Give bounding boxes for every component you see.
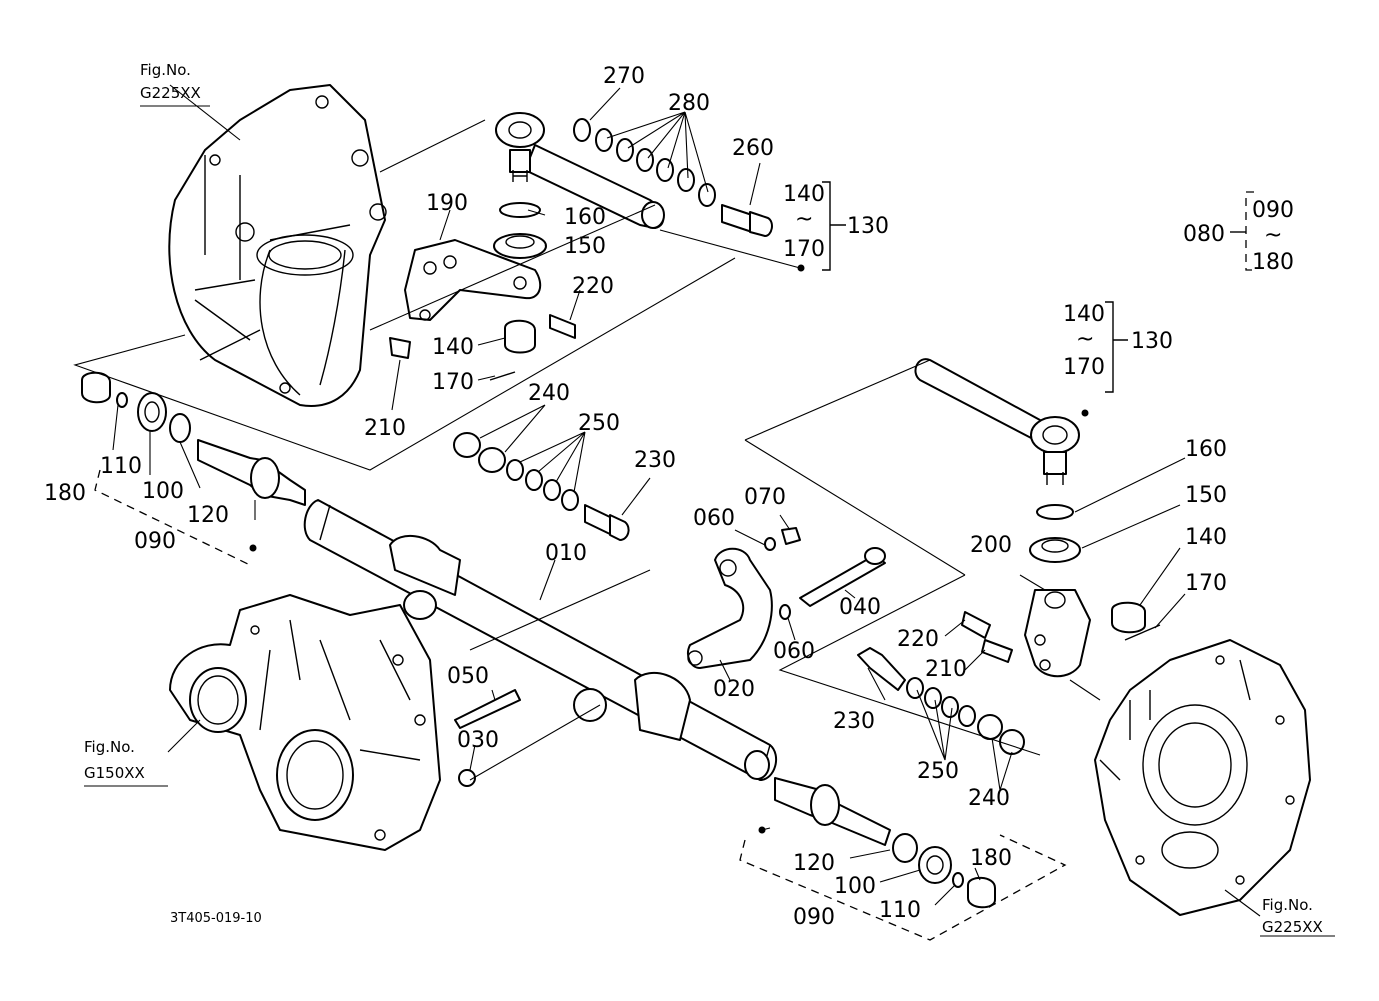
legend-to: 180 [1252,250,1294,275]
callout-leaders [84,84,1335,937]
top-assembly-range: 140 ~ 170 130 [783,182,889,262]
front-axle-housing-bottom-right [1094,639,1311,916]
callout-170-top: 170 [432,370,474,395]
callout-210-top: 210 [364,416,406,441]
figure-ref-bottom-right: Fig.No. G225XX [1262,896,1323,936]
range-top-to: 170 [783,237,825,262]
callout-090-left: 090 [134,529,176,554]
callout-210-right: 210 [925,657,967,682]
center-callouts: 010 060 070 040 060 020 050 030 [447,485,881,753]
callout-030: 030 [457,728,499,753]
legend-from: 090 [1252,198,1294,223]
callout-150-top: 150 [564,234,606,259]
callout-100-right: 100 [834,874,876,899]
bracket-020 [687,547,773,669]
callout-040: 040 [839,595,881,620]
callout-020: 020 [713,677,755,702]
callout-220-right: 220 [897,627,939,652]
assembly-brackets [822,181,1254,393]
callout-150-right: 150 [1185,483,1227,508]
legend-group: 080 [1183,222,1225,247]
callout-090-right: 090 [793,905,835,930]
callout-060-lower: 060 [773,639,815,664]
fig-ref-bottom-right-number: G225XX [1262,918,1323,936]
callout-200: 200 [970,533,1012,558]
callout-250-top: 250 [578,411,620,436]
callout-190: 190 [426,191,468,216]
callout-220-top: 220 [572,274,614,299]
callout-230-right: 230 [833,709,875,734]
top-tie-rod-assembly [493,112,773,259]
dot-top-right-group [797,264,805,272]
left-end-callouts: 180 110 100 120 090 [44,454,229,554]
callout-140-top: 140 [432,335,474,360]
knuckle-arm-190 [389,239,576,381]
callout-240-right: 240 [968,786,1010,811]
callout-140-right: 140 [1185,525,1227,550]
callout-270: 270 [603,64,645,89]
callout-120-left: 120 [187,503,229,528]
callout-070: 070 [744,485,786,510]
range-top-group: 130 [847,214,889,239]
left-end-fittings [81,371,630,541]
callout-010: 010 [545,541,587,566]
right-end-fittings [774,777,996,909]
callout-110-right: 110 [879,898,921,923]
dot-right-group [1081,409,1089,417]
axle-housing-left [169,594,441,851]
callout-050: 050 [447,664,489,689]
callout-240-top: 240 [528,381,570,406]
top-callouts: 270 280 260 190 160 150 220 140 170 210 … [364,64,774,473]
right-callouts: 160 150 200 140 170 220 210 230 250 240 [833,437,1227,811]
callout-180-right: 180 [970,846,1012,871]
legend-assembly-range: 080 090 ~ 180 [1183,198,1294,275]
fig-ref-top-left-number: G225XX [140,84,201,102]
figure-ref-left: Fig.No. G150XX [84,738,145,782]
callout-250-right: 250 [917,759,959,784]
callout-180-left: 180 [44,481,86,506]
callout-160-right: 160 [1185,437,1227,462]
callout-100-left: 100 [142,479,184,504]
range-right-from: 140 [1063,302,1105,327]
range-right-to: 170 [1063,355,1105,380]
range-right-group: 130 [1131,329,1173,354]
legend-tilde: ~ [1264,223,1282,248]
fig-ref-left-number: G150XX [84,764,145,782]
fig-ref-top-left-label: Fig.No. [140,61,191,79]
document-number: 3T405-019-10 [170,911,262,926]
fig-ref-left-label: Fig.No. [84,738,135,756]
dot-left-group [249,544,257,552]
right-end-callouts: 120 180 100 110 090 [793,846,1012,930]
callout-170-right: 170 [1185,571,1227,596]
callout-060-upper: 060 [693,506,735,531]
range-top-tilde: ~ [795,207,813,232]
right-assembly-range: 140 ~ 170 130 [1063,302,1173,380]
group-dots [249,264,1089,834]
callout-110-left: 110 [100,454,142,479]
steering-cylinder-010 [303,499,778,781]
reference-lines [73,119,1101,941]
callout-160-top: 160 [564,205,606,230]
callout-260: 260 [732,136,774,161]
range-right-tilde: ~ [1076,327,1094,352]
front-axle-housing-top-left [168,84,387,407]
callout-120-right: 120 [793,851,835,876]
center-fasteners [454,527,886,787]
dot-right-end-group [758,826,766,834]
range-top-from: 140 [783,182,825,207]
figure-ref-top-left: Fig.No. G225XX [140,61,201,102]
fig-ref-bottom-right-label: Fig.No. [1262,896,1313,914]
callout-230-top: 230 [634,448,676,473]
callout-280: 280 [668,91,710,116]
